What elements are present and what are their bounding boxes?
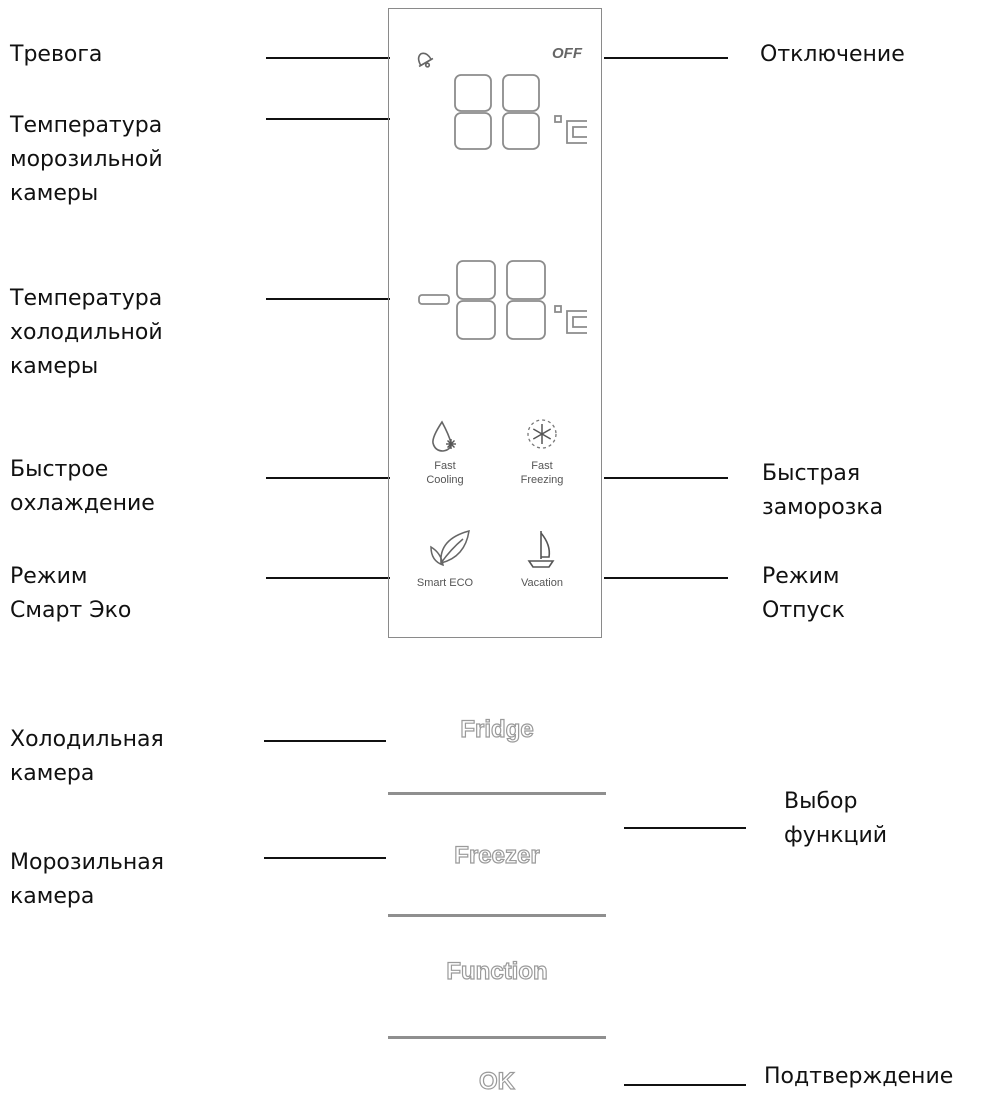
leader-line-function	[624, 827, 746, 829]
leader-line-fridge-temperature	[266, 298, 390, 300]
function-button[interactable]: Function	[446, 957, 549, 985]
label-fast-freezing: Быстрая заморозка	[762, 461, 884, 520]
label-smart-eco: Режим Смарт Эко	[10, 564, 132, 623]
smart-eco-text: Smart ECO	[416, 577, 474, 589]
leader-line-freezer-chamber	[264, 857, 386, 859]
leader-line-freezer-temperature	[266, 118, 390, 120]
fast-freezing-text: Fast Freezing	[520, 460, 564, 486]
label-off: Отключение	[760, 42, 905, 67]
ok-button[interactable]: OK	[478, 1067, 515, 1095]
label-vacation: Режим Отпуск	[762, 564, 845, 623]
leader-line-vacation	[604, 577, 728, 579]
fridge-temperature-digits	[418, 260, 546, 340]
sailboat-icon	[527, 531, 555, 568]
display-panel: OFF	[388, 8, 602, 638]
label-fridge-chamber: Холодильная камера	[10, 727, 164, 786]
vacation-text: Vacation	[521, 577, 563, 589]
water-drop-snowflake-icon	[432, 420, 456, 452]
celsius-unit-freezer	[554, 115, 587, 144]
celsius-unit-fridge	[554, 305, 587, 334]
leader-line-off	[604, 57, 728, 59]
leaf-icon	[430, 529, 470, 567]
off-indicator: OFF	[552, 45, 582, 62]
leader-line-smart-eco	[266, 577, 390, 579]
freezer-temperature-digits	[454, 74, 540, 150]
freezer-button[interactable]: Freezer	[454, 841, 541, 869]
bell-icon	[417, 52, 434, 68]
label-freezer-temperature: Температура морозильной камеры	[10, 113, 163, 206]
separator-2	[388, 914, 606, 917]
label-freezer-chamber: Морозильная камера	[10, 850, 164, 909]
leader-line-alarm	[266, 57, 390, 59]
fast-cooling-text: Fast Cooling	[426, 460, 464, 486]
separator-1	[388, 792, 606, 795]
fridge-button[interactable]: Fridge	[460, 715, 535, 743]
leader-line-fast-freezing	[604, 477, 728, 479]
snowflake-icon	[527, 419, 557, 449]
label-function-select: Выбор функций	[784, 789, 888, 848]
leader-line-fast-cooling	[266, 477, 390, 479]
label-fridge-temperature: Температура холодильной камеры	[10, 286, 163, 379]
label-confirm: Подтверждение	[764, 1064, 954, 1089]
label-fast-cooling: Быстрое охлаждение	[10, 457, 155, 516]
separator-3	[388, 1036, 606, 1039]
leader-line-ok	[624, 1084, 746, 1086]
label-alarm: Тревога	[10, 42, 103, 67]
leader-line-fridge-chamber	[264, 740, 386, 742]
